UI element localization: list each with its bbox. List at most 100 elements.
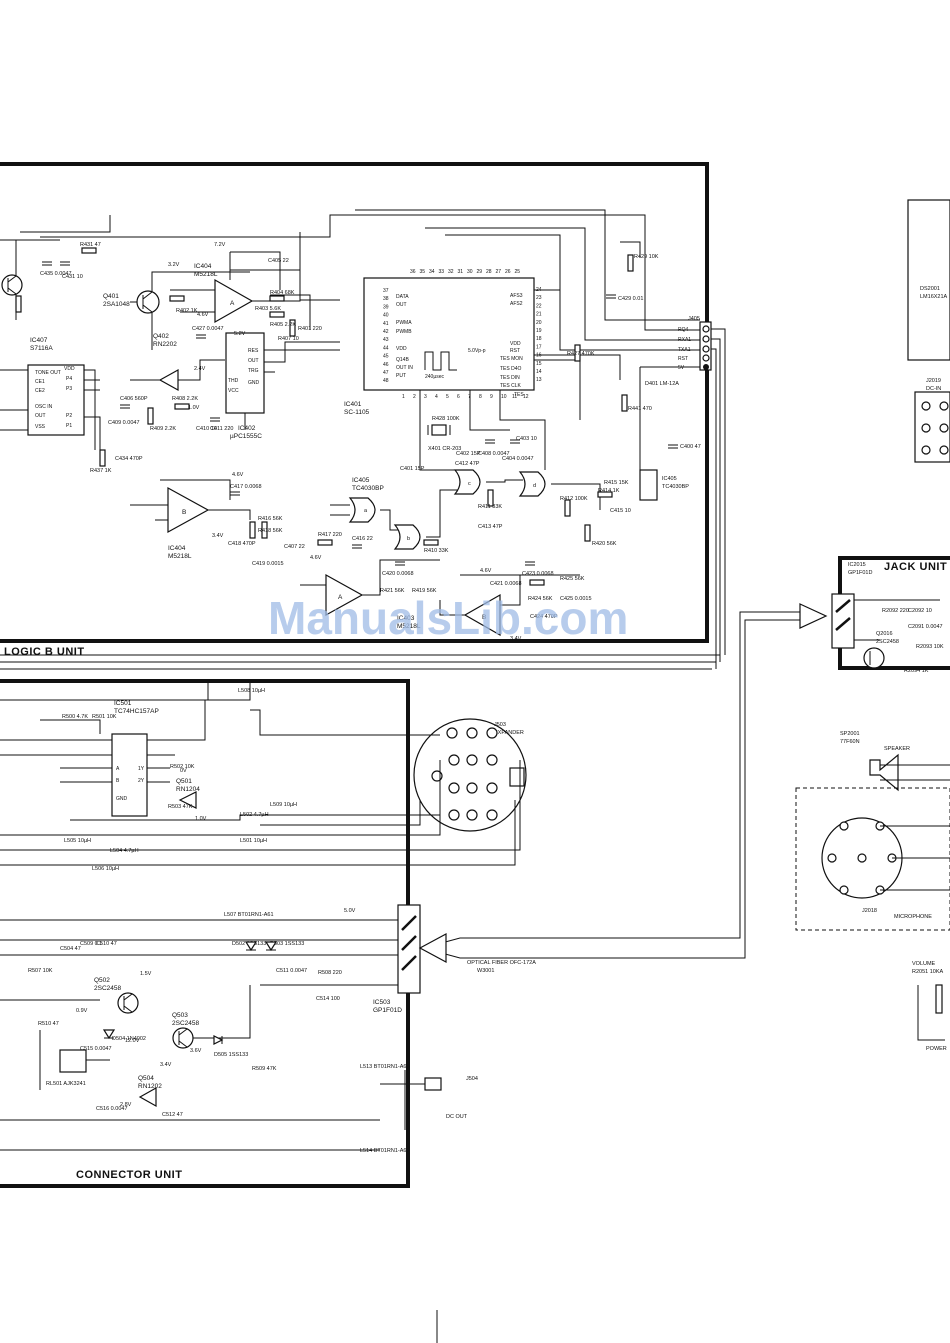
volume-pot[interactable]: VOLUME R2051 10KA POWER: [912, 961, 947, 1052]
ic405b-part: TC4030BP: [662, 484, 689, 490]
speaker-sp2001: SP2001 77F60N SPEAKER: [840, 731, 950, 792]
ic401-pin-outin: OUT IN: [396, 365, 413, 371]
ic407-pin-p4: P4: [66, 376, 72, 382]
ic401-pin-number: 6: [457, 394, 460, 400]
label-d505: D505 1SS133: [214, 1052, 248, 1058]
ic407-pin-vdd: VDD: [64, 366, 75, 372]
label-r402: R402 1K: [176, 308, 198, 314]
ic401-pin-number: 5: [446, 394, 449, 400]
label-r411: R411 33K: [478, 504, 502, 510]
ic401-pin-number: 39: [383, 304, 389, 310]
x401-crystal: [427, 424, 451, 436]
ic401-part: SC-1105: [344, 409, 370, 416]
ic402-ref: IC402: [238, 425, 256, 432]
ic401-pin-number: 44: [383, 345, 389, 351]
ic401-pin-data: DATA: [396, 294, 409, 300]
ic407-pin-p1: P1: [66, 423, 72, 429]
din-pin: [486, 754, 498, 766]
label-l502: L502 4.7µH: [240, 812, 269, 818]
label-r424: R424 56K: [528, 596, 553, 602]
ic401-pin-vdd: VDD: [396, 346, 407, 352]
label-c409: C409 0.0047: [108, 420, 140, 426]
ic407-pin-tone: TONE OUT: [35, 370, 61, 376]
ic401-pin-number: 26: [505, 269, 511, 275]
label-c416: C416 22: [352, 536, 373, 542]
optical-fiber: OPTICAL FIBER OFC-172A W3001: [418, 603, 828, 974]
q401-transistor: Q401 2SA1048: [103, 271, 250, 350]
q502-part: 2SC2458: [94, 985, 121, 992]
logic-b-unit: LOGIC B UNIT: [0, 162, 720, 670]
label-r508: R508 220: [318, 970, 342, 976]
j2018-microphone[interactable]: J2018 MICROPHONE: [795, 787, 950, 931]
label-l504: L504 4.7µH: [110, 848, 139, 854]
label-r418: R418 56K: [258, 528, 283, 534]
volt-72: 7.2V: [214, 242, 226, 248]
ic407-pin-ce1: CE1: [35, 379, 45, 385]
label-c406: C406 560P: [120, 396, 148, 402]
label-r401: R401 220: [298, 326, 322, 332]
fiber-ref: W3001: [477, 968, 494, 974]
label-c401: C401 15P: [400, 466, 425, 472]
dc-out-label: DC OUT: [446, 1114, 468, 1120]
ic2015-ref: IC2015: [848, 562, 866, 568]
label-r2092: R2092 220: [882, 608, 909, 614]
ic404b-part: M5218L: [168, 553, 192, 560]
q2016-part: 2SC2458: [876, 639, 899, 645]
j405-connector[interactable]: J405 RQ4 RXA1 TXA1 RST 5V: [640, 316, 726, 669]
j503-expander-connector[interactable]: J503 EXPANDER: [413, 718, 527, 832]
ic401-pin-number: 28: [486, 269, 492, 275]
ic407-pin-osc: OSC IN: [35, 404, 53, 410]
j2019-dc-in[interactable]: J2019 DC-IN: [914, 378, 950, 463]
j504-dc-out[interactable]: J504 DC OUT: [380, 1070, 478, 1130]
label-c418: C418 470P: [228, 541, 256, 547]
ic401-timing: 240µsec: [425, 374, 445, 380]
ic401-pin-number: 19: [536, 328, 542, 334]
connector-unit-title: CONNECTOR UNIT: [76, 1169, 182, 1181]
j503-ref: J503: [494, 722, 506, 728]
label-c413: C413 47P: [478, 524, 503, 530]
fiber-label: OPTICAL FIBER OFC-172A: [467, 960, 536, 966]
ic404a-part: M5218L: [194, 271, 218, 278]
j504-ref: J504: [466, 1076, 478, 1082]
ic401-pin-number: 13: [536, 377, 542, 383]
top-bus-lines: [20, 209, 700, 351]
ic407-pin-ce2: CE2: [35, 388, 45, 394]
ic401-pin-number: 41: [383, 321, 389, 327]
ic401-ref: IC401: [344, 401, 362, 408]
label-c514: C514 100: [316, 996, 340, 1002]
ic401-pin-number: 36: [410, 269, 416, 275]
label-c403: C403 10: [516, 436, 537, 442]
ic501-pin-gnd: GND: [116, 796, 128, 802]
ic401-pin-afs3: AFS3: [510, 293, 523, 299]
q501-ref: Q501: [176, 778, 192, 785]
ic407-pin-p2: P2: [66, 413, 72, 419]
ic402-pin-res: RES: [248, 348, 259, 354]
ic401-pin-q14b: Q14B: [396, 357, 409, 363]
ic401-pin-tesdin: TES DIN: [500, 375, 520, 381]
label-l501: L501 10µH: [240, 838, 267, 844]
din-pin: [466, 727, 478, 739]
label-c420: C420 0.0068: [382, 571, 414, 577]
ic401-pin-number: 9: [490, 394, 493, 400]
ic407-part: S7116A: [30, 345, 53, 352]
ds2001-part: LM16X21A: [920, 294, 948, 300]
label-r503: R503 47K: [168, 804, 193, 810]
label-c404: C404 0.0047: [502, 456, 534, 462]
connector-unit: CONNECTOR UNIT: [0, 679, 410, 1188]
label-c512: C512 47: [162, 1112, 183, 1118]
j405-pin-txa1: TXA1: [678, 347, 691, 353]
ic401-pin-number: 18: [536, 336, 542, 342]
q503-ref: Q503: [172, 1012, 188, 1019]
connector-wiring: [0, 681, 521, 1151]
ic405a-ref: IC405: [352, 477, 370, 484]
label-l505: L505 10µH: [64, 838, 91, 844]
ic401-pin-tesmon: TES MON: [500, 356, 523, 362]
ic401-pin-number: 37: [383, 288, 389, 294]
ic402-part: µPC1555C: [230, 433, 262, 440]
din-pin: [486, 809, 498, 821]
ic401-pin-number: 40: [383, 313, 389, 319]
speaker-part: 77F60N: [840, 739, 860, 745]
label-r416: R416 56K: [258, 516, 283, 522]
watermark: ManualsLib.com: [268, 592, 628, 644]
